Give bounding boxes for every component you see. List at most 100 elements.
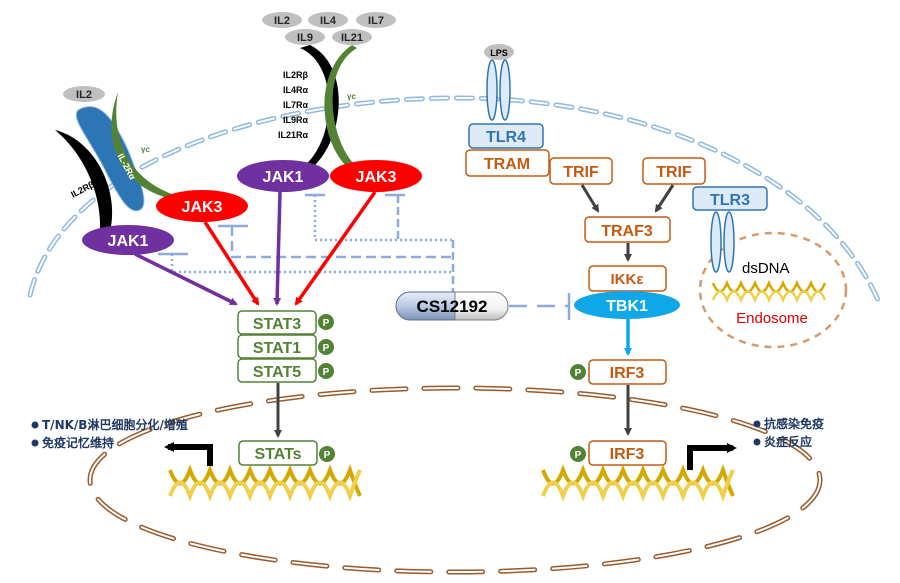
- traf3-box: [584, 216, 671, 243]
- ligand-il21-label: IL21: [341, 32, 363, 44]
- tram-box: [465, 149, 550, 177]
- tbk1-node: [574, 291, 680, 319]
- stats-nuclear-box: [238, 440, 318, 466]
- phospho-label: P: [323, 318, 330, 329]
- arrow-jak1-center-to-stat: [273, 191, 282, 306]
- trif-box-1: [549, 157, 613, 185]
- jak1-left: [82, 225, 174, 255]
- ligand-il2-left-label: IL2: [76, 89, 92, 101]
- stat1-box: [237, 334, 317, 359]
- jak3-left-label: JAK3: [182, 199, 223, 216]
- stats-nuclear-label: STATs: [254, 446, 301, 463]
- irf3-nuc-label: IRF3: [610, 446, 645, 463]
- gamma-c-chain-center: [324, 45, 357, 165]
- gamma-c-chain: [111, 92, 175, 198]
- chain-label-il2rb: IL2Rβ: [283, 70, 309, 80]
- tlr4-box: [468, 123, 544, 149]
- gamma-c-label-center: γc: [347, 92, 356, 101]
- left-receptor: [55, 86, 175, 232]
- stat5-label: STAT5: [253, 364, 301, 381]
- ligand-il21: [332, 29, 372, 45]
- center-receptor: [262, 12, 396, 165]
- tlr3-transmembrane: [710, 211, 722, 273]
- dna-left: [168, 463, 362, 503]
- chain-label-il7ra: IL7Rα: [283, 100, 309, 110]
- jak1-center-label: JAK1: [263, 169, 304, 186]
- transcription-arrow-left: [164, 442, 213, 466]
- dsdna-label: dsDNA: [742, 260, 790, 277]
- chain-label-il4ra: IL4Rα: [283, 85, 309, 95]
- outcome-right-2: 炎症反应: [764, 434, 812, 449]
- trif-label-2: TRIF: [656, 164, 692, 181]
- ligand-il2-left: [63, 86, 105, 102]
- ligand-lps: [484, 44, 514, 60]
- phospho-label: P: [323, 343, 330, 354]
- phospho-icon: [570, 446, 586, 462]
- stat3-box: [237, 310, 317, 335]
- jak3-center-label: JAK3: [356, 169, 397, 186]
- outcome-left-1: T/NK/B淋巴细胞分化/增殖: [42, 417, 188, 432]
- ikke-label: IKKε: [611, 271, 644, 288]
- bullet-icon: [31, 439, 39, 447]
- tram-label: TRAM: [484, 156, 530, 173]
- ligand-il9: [285, 29, 325, 45]
- jak1-center: [237, 160, 329, 192]
- jak3-center: [330, 160, 422, 192]
- outcome-left-2: 免疫记忆维持: [42, 435, 114, 450]
- dna-right: [541, 463, 735, 503]
- stat5-box: [237, 358, 317, 383]
- il2rb-chain: [55, 130, 113, 232]
- gamma-c-label-left: γc: [141, 145, 150, 154]
- tlr3-box: [692, 186, 768, 211]
- ligand-il4-label: IL4: [320, 15, 337, 27]
- ikke-box: [588, 265, 667, 292]
- chain-label-il9ra: IL9Rα: [283, 115, 309, 125]
- arrow-trif2-to-traf3: [654, 184, 675, 213]
- arrow-jak1-left-to-stat: [134, 252, 238, 306]
- cs12192-label: CS12192: [417, 297, 488, 316]
- cs12192-pill: [395, 291, 509, 321]
- phospho-icon: [570, 364, 586, 380]
- dna-endosome: [711, 279, 827, 304]
- il2rb-label-left: IL2Rβ: [69, 179, 96, 200]
- tbk1-label: TBK1: [606, 298, 648, 315]
- il2ra-chain: [75, 105, 145, 212]
- phospho-icon: [318, 314, 334, 330]
- phospho-label: P: [323, 367, 330, 378]
- arrow-trif1-to-traf3: [580, 184, 600, 213]
- arrow-jak3-center-to-stat: [294, 190, 377, 306]
- chain-label-il21ra: IL21Rα: [278, 130, 309, 140]
- trif-label-1: TRIF: [563, 164, 599, 181]
- endosome: [698, 231, 848, 349]
- transcription-arrow-right: [687, 443, 737, 470]
- ligand-il2-center-label: IL2: [274, 15, 290, 27]
- irf3-nuc-box: [588, 440, 667, 466]
- irf3-cyto-label: IRF3: [610, 365, 645, 382]
- trif-box-2: [642, 157, 706, 185]
- ligand-il4: [308, 12, 348, 28]
- phospho-badges-left: [318, 314, 335, 462]
- jak-inhibition-lines: [158, 193, 455, 292]
- bullet-icon: [31, 421, 39, 429]
- bullet-icon: [753, 438, 761, 446]
- phospho-label: P: [575, 368, 582, 379]
- ligand-il7-label: IL7: [368, 15, 384, 27]
- tlr3-transmembrane: [723, 211, 735, 273]
- ligand-il9-label: IL9: [297, 32, 313, 44]
- ligand-lps-label: LPS: [490, 48, 508, 58]
- tlr3-label: TLR3: [710, 192, 750, 209]
- tlr4-transmembrane: [486, 59, 498, 121]
- nucleus-membrane: [87, 385, 823, 575]
- ligand-il2-center: [262, 12, 302, 28]
- outcome-right-1: 抗感染免疫: [764, 416, 824, 431]
- phospho-icon: [318, 339, 334, 355]
- phospho-icon: [319, 446, 335, 462]
- phospho-icon: [318, 363, 334, 379]
- tlr4-transmembrane: [499, 59, 511, 121]
- endosome-label: Endosome: [736, 310, 808, 327]
- stat3-label: STAT3: [253, 316, 301, 333]
- tlr4-label: TLR4: [486, 129, 526, 146]
- bullet-icon: [753, 420, 761, 428]
- phospho-label: P: [575, 450, 582, 461]
